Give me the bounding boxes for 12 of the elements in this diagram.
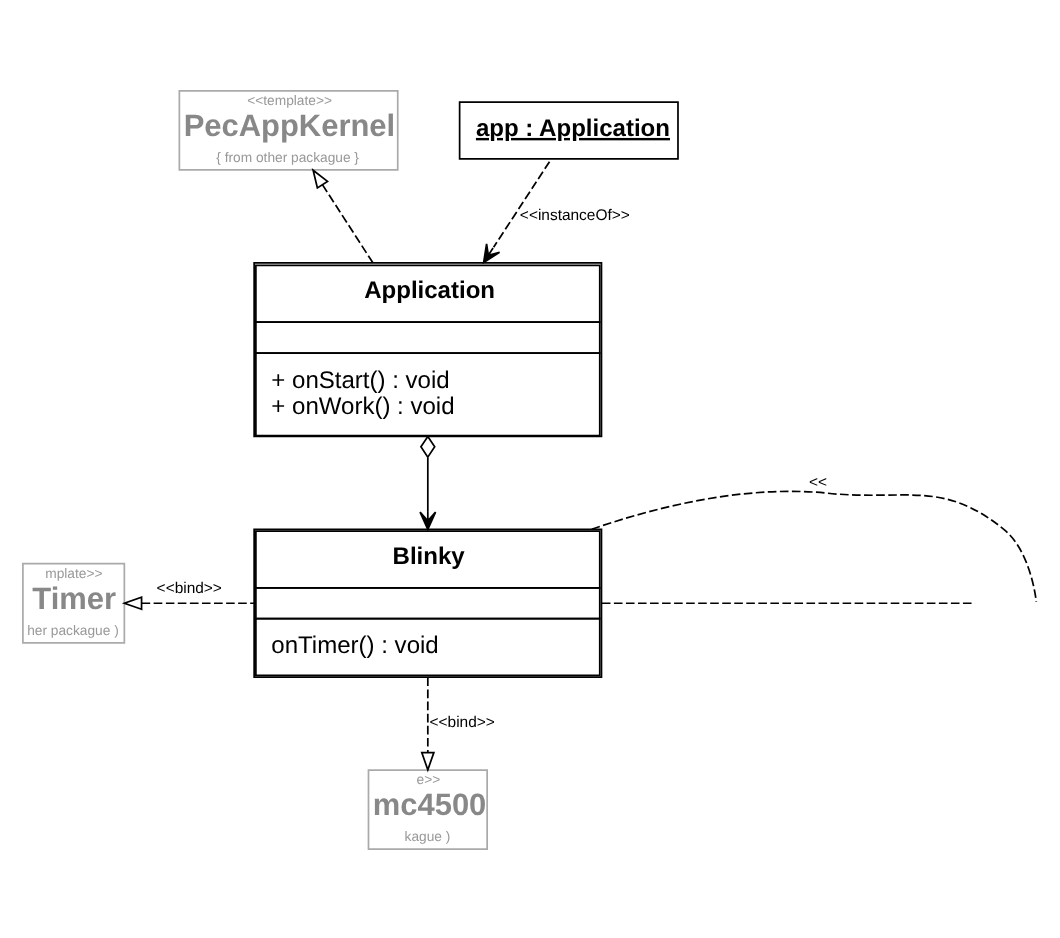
edge-label: <<instanceOf>> bbox=[519, 205, 630, 224]
connector bbox=[590, 489, 1038, 602]
edge-label: <<bind>> bbox=[429, 712, 495, 731]
edge-label: <<bind>> bbox=[156, 578, 222, 597]
arrow bbox=[121, 595, 255, 610]
node-box: app : Application bbox=[458, 100, 679, 159]
connector bbox=[601, 601, 973, 604]
arrow bbox=[482, 159, 551, 263]
arrow bbox=[419, 433, 437, 530]
edge-label: << bbox=[809, 471, 828, 490]
arrow bbox=[311, 167, 374, 263]
arrow bbox=[420, 675, 436, 772]
